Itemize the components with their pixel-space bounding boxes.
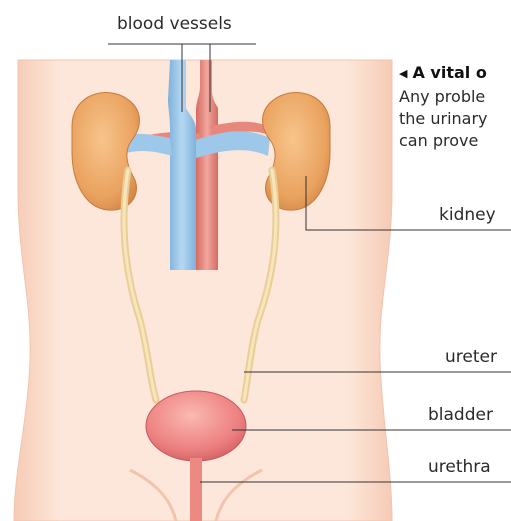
caption-heading-row: ◀ A vital o xyxy=(399,62,511,86)
label-urethra: urethra xyxy=(428,457,491,477)
caption-line-3: can prove xyxy=(399,130,511,152)
label-kidney: kidney xyxy=(439,205,496,225)
caption-line-1: Any proble xyxy=(399,86,511,108)
caption-line-2: the urinary xyxy=(399,108,511,130)
urethra xyxy=(190,458,202,521)
label-ureter: ureter xyxy=(445,347,497,367)
caret-left-icon: ◀ xyxy=(399,67,407,80)
label-blood-vessels: blood vessels xyxy=(117,14,232,34)
bladder xyxy=(146,391,246,461)
caption-box: ◀ A vital o Any proble the urinary can pr… xyxy=(399,62,511,152)
label-bladder: bladder xyxy=(428,405,493,425)
caption-heading: A vital o xyxy=(412,63,486,82)
